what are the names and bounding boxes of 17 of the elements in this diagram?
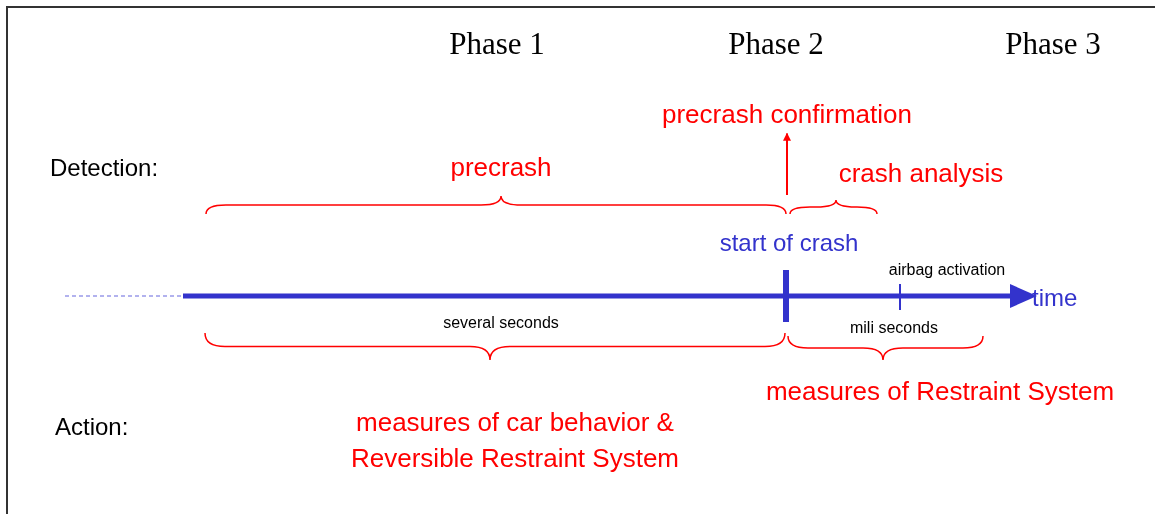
event-label: airbag activation (888, 260, 1006, 280)
axis-label: time (1032, 283, 1078, 313)
event-label: precrash confirmation (662, 94, 912, 134)
phase-heading: Phase 3 (1005, 24, 1101, 63)
phase-label: precrash (450, 150, 552, 184)
row-label: Action: (55, 412, 129, 442)
duration-label: mili seconds (850, 318, 938, 338)
brace (205, 195, 787, 215)
phase-heading: Phase 2 (728, 24, 824, 63)
event-label: start of crash (719, 228, 859, 258)
phase-label: crash analysis (838, 156, 1004, 190)
phase-heading: Phase 1 (449, 24, 545, 63)
action-description: measures of Restraint System (765, 374, 1115, 408)
duration-label: several seconds (443, 313, 559, 333)
row-label: Detection: (50, 153, 159, 183)
action-description: measures of car behavior & Reversible Restraint System (350, 406, 680, 475)
arrow (783, 132, 791, 196)
